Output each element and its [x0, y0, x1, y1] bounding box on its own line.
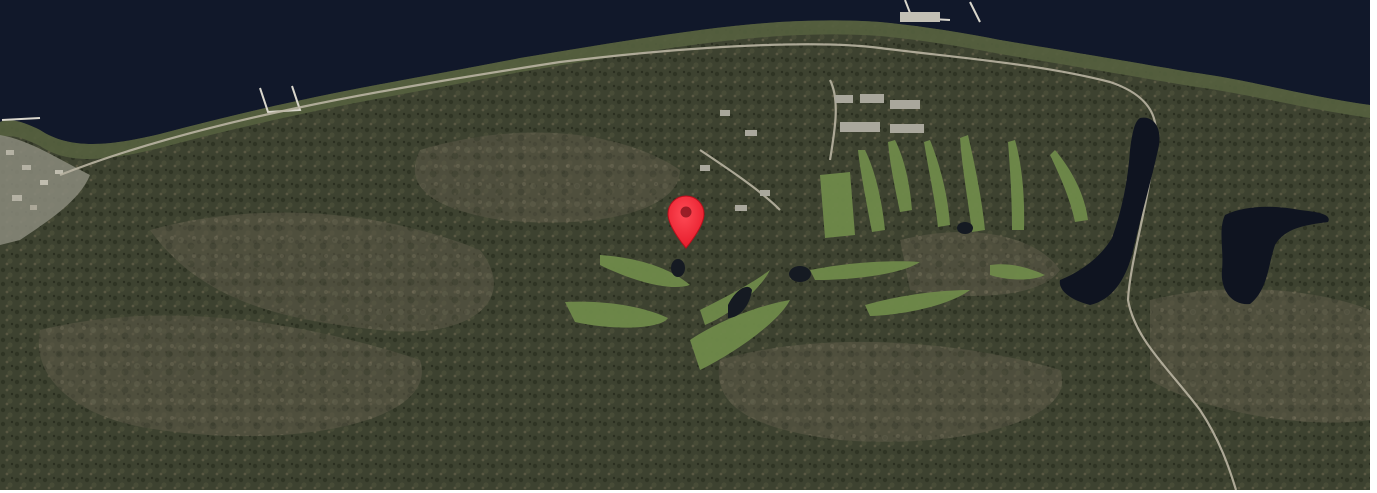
lake-right	[1221, 206, 1329, 305]
ponds	[671, 222, 973, 318]
roads	[59, 43, 1238, 490]
rocky-terrain	[38, 132, 1370, 442]
pin-marker-shape	[667, 195, 705, 249]
resort-buildings	[700, 12, 940, 211]
lake-large	[1059, 117, 1160, 305]
map-pin-icon[interactable]	[667, 195, 705, 249]
golf-course	[565, 135, 1088, 370]
town-area	[0, 135, 90, 245]
fjord-water	[0, 0, 1370, 144]
